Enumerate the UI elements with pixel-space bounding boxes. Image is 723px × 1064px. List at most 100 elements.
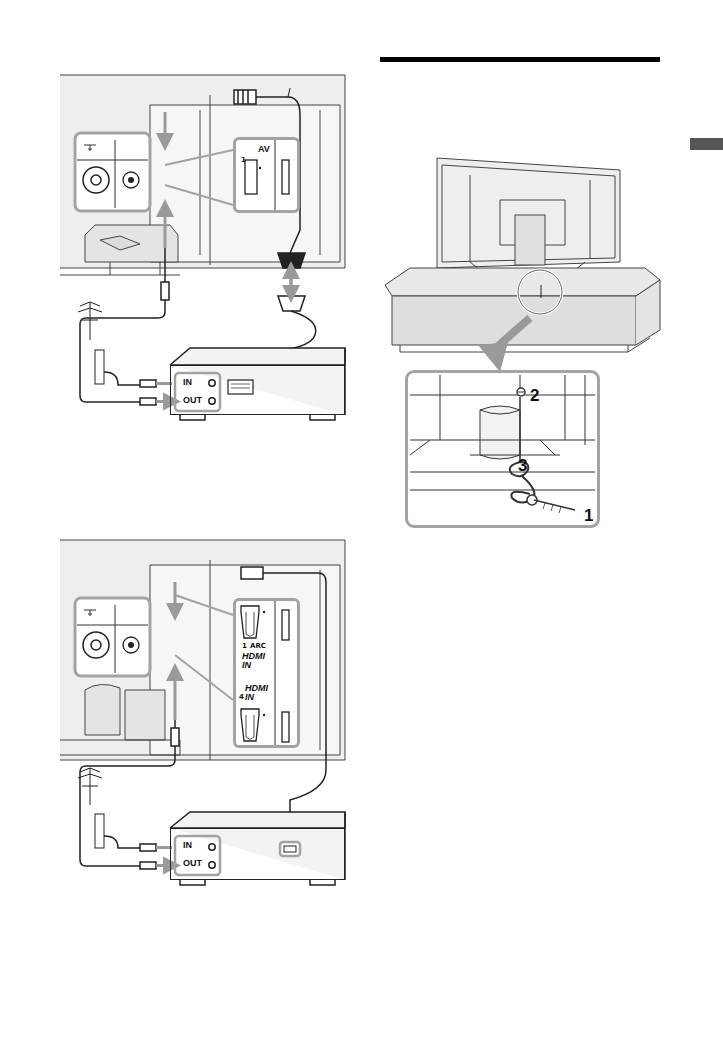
port-label: ARC bbox=[250, 643, 266, 650]
hdmi-port-drawing-part bbox=[275, 601, 276, 745]
port-label: OUT bbox=[183, 396, 202, 405]
antenna-terminal-panel-part bbox=[83, 167, 109, 193]
aerial-cables-part bbox=[95, 350, 104, 384]
aerial-cables-part bbox=[140, 862, 156, 869]
hdmi-port-drawing-part bbox=[241, 709, 259, 741]
recorder-body-part bbox=[284, 846, 296, 852]
tv-rear-part bbox=[85, 684, 120, 735]
strap-detail-drawing-part bbox=[518, 392, 524, 393]
tv-rear-part bbox=[60, 740, 180, 755]
recorder-body-part bbox=[209, 380, 215, 386]
recorder-body-part bbox=[170, 812, 345, 828]
antenna-terminal-panel-part bbox=[77, 140, 148, 208]
antenna-terminal-panel-part bbox=[75, 598, 150, 676]
callout-number: 2 bbox=[530, 387, 539, 405]
hdmi-cable bbox=[241, 567, 326, 844]
connection-arrows bbox=[165, 112, 291, 386]
tv-rear-part bbox=[150, 565, 340, 755]
zoom-leader-lines bbox=[165, 150, 233, 205]
hdmi-port-drawing-part bbox=[263, 714, 265, 716]
connection-arrows-part bbox=[164, 112, 167, 142]
zoom-leader-lines bbox=[175, 595, 233, 700]
port-label: 4 bbox=[239, 694, 244, 701]
hdmi-port-drawing-part bbox=[246, 715, 254, 739]
hdmi-cable-part bbox=[263, 573, 326, 818]
connection-arrows-part bbox=[290, 282, 293, 294]
port-label: OUT bbox=[183, 859, 202, 868]
detail-circle bbox=[518, 270, 562, 314]
strap-detail-drawing-part bbox=[480, 406, 520, 459]
callout-number: 1 bbox=[584, 507, 593, 525]
tv-cabinet-part bbox=[636, 280, 660, 345]
strap-detail-drawing-part bbox=[480, 410, 520, 414]
aerial-cables bbox=[78, 720, 179, 869]
scart-cable bbox=[222, 88, 316, 370]
recorder-body-part bbox=[170, 348, 345, 415]
tv-rear-part bbox=[100, 236, 140, 250]
recorder-body-part bbox=[175, 836, 220, 875]
tv-cabinet-part bbox=[392, 296, 636, 345]
strap-detail-drawing-part bbox=[408, 373, 597, 524]
tv-on-stand-part bbox=[515, 215, 545, 265]
recorder-body-part bbox=[209, 862, 215, 868]
antenna-terminal-panel-part bbox=[123, 172, 139, 188]
heading-rule-part bbox=[380, 57, 660, 62]
aerial-cables-part bbox=[140, 844, 156, 851]
section-tab bbox=[690, 138, 723, 150]
antenna-terminal-panel-part bbox=[128, 177, 134, 183]
callout-number: 3 bbox=[518, 457, 527, 475]
antenna-terminal-panel-part bbox=[75, 133, 150, 211]
zoom-panel: AV 1 bbox=[233, 137, 300, 213]
zoom-leader-lines-part bbox=[165, 150, 233, 205]
zoom-arrow bbox=[478, 318, 530, 372]
strap-detail-drawing-part bbox=[517, 388, 525, 396]
port-label: 1 bbox=[241, 157, 246, 164]
aerial-cables-part bbox=[78, 768, 102, 805]
zoom-leader-lines-part bbox=[175, 595, 233, 700]
strap-detail-drawing-part bbox=[534, 500, 575, 510]
strap-detail-drawing bbox=[408, 373, 597, 524]
tv-rear-part bbox=[210, 560, 320, 760]
recorder-body-part bbox=[280, 842, 300, 856]
recorder-body-part bbox=[170, 348, 345, 365]
antenna-terminal-panel bbox=[75, 598, 150, 676]
recorder-body bbox=[170, 348, 345, 420]
tv-rear-part bbox=[125, 690, 165, 740]
aerial-cables-part bbox=[78, 302, 102, 340]
aerial-cables-part bbox=[104, 836, 140, 848]
scart-cable-part bbox=[278, 296, 305, 311]
recorder-body-part bbox=[231, 384, 250, 388]
recorder-body-part bbox=[175, 373, 220, 411]
hdmi-port-drawing-part bbox=[282, 712, 289, 742]
tv-rear-part bbox=[60, 75, 345, 268]
zoom-arrow-part bbox=[478, 342, 508, 372]
antenna-terminal-panel-part bbox=[91, 175, 101, 185]
port-label: 1 bbox=[242, 643, 247, 650]
antenna-terminal-panel-part bbox=[123, 637, 139, 653]
aerial-cables-part bbox=[171, 728, 179, 746]
recorder-body bbox=[170, 812, 345, 885]
tv-rear-part bbox=[60, 262, 180, 275]
scart-cable-part bbox=[234, 90, 256, 104]
strap-detail-drawing-part bbox=[543, 503, 561, 513]
recorder-front: INOUT bbox=[170, 828, 345, 880]
hdmi-port-drawing bbox=[236, 601, 297, 745]
port-label: AV bbox=[258, 145, 270, 154]
aerial-cables-part bbox=[161, 282, 169, 300]
scart-cable-part bbox=[238, 90, 248, 104]
aerial-cables-part bbox=[164, 248, 166, 282]
tv-cabinet-part bbox=[400, 338, 650, 352]
hdmi-cable-part bbox=[241, 567, 263, 579]
section-tab-part bbox=[690, 138, 723, 150]
aerial-cables-part bbox=[104, 372, 140, 385]
scart-cable-part bbox=[256, 97, 300, 253]
antenna-terminal-panel-part bbox=[84, 610, 96, 616]
antenna-terminal-panel bbox=[75, 133, 150, 211]
tv-on-stand-part bbox=[437, 158, 620, 268]
port-label: IN bbox=[183, 378, 192, 387]
connection-arrows-part bbox=[164, 208, 167, 248]
tv-rear-part bbox=[200, 95, 320, 265]
av-port-drawing-part bbox=[245, 160, 257, 194]
detail-circle-part bbox=[518, 270, 562, 314]
antenna-terminal-panel-part bbox=[83, 632, 109, 658]
